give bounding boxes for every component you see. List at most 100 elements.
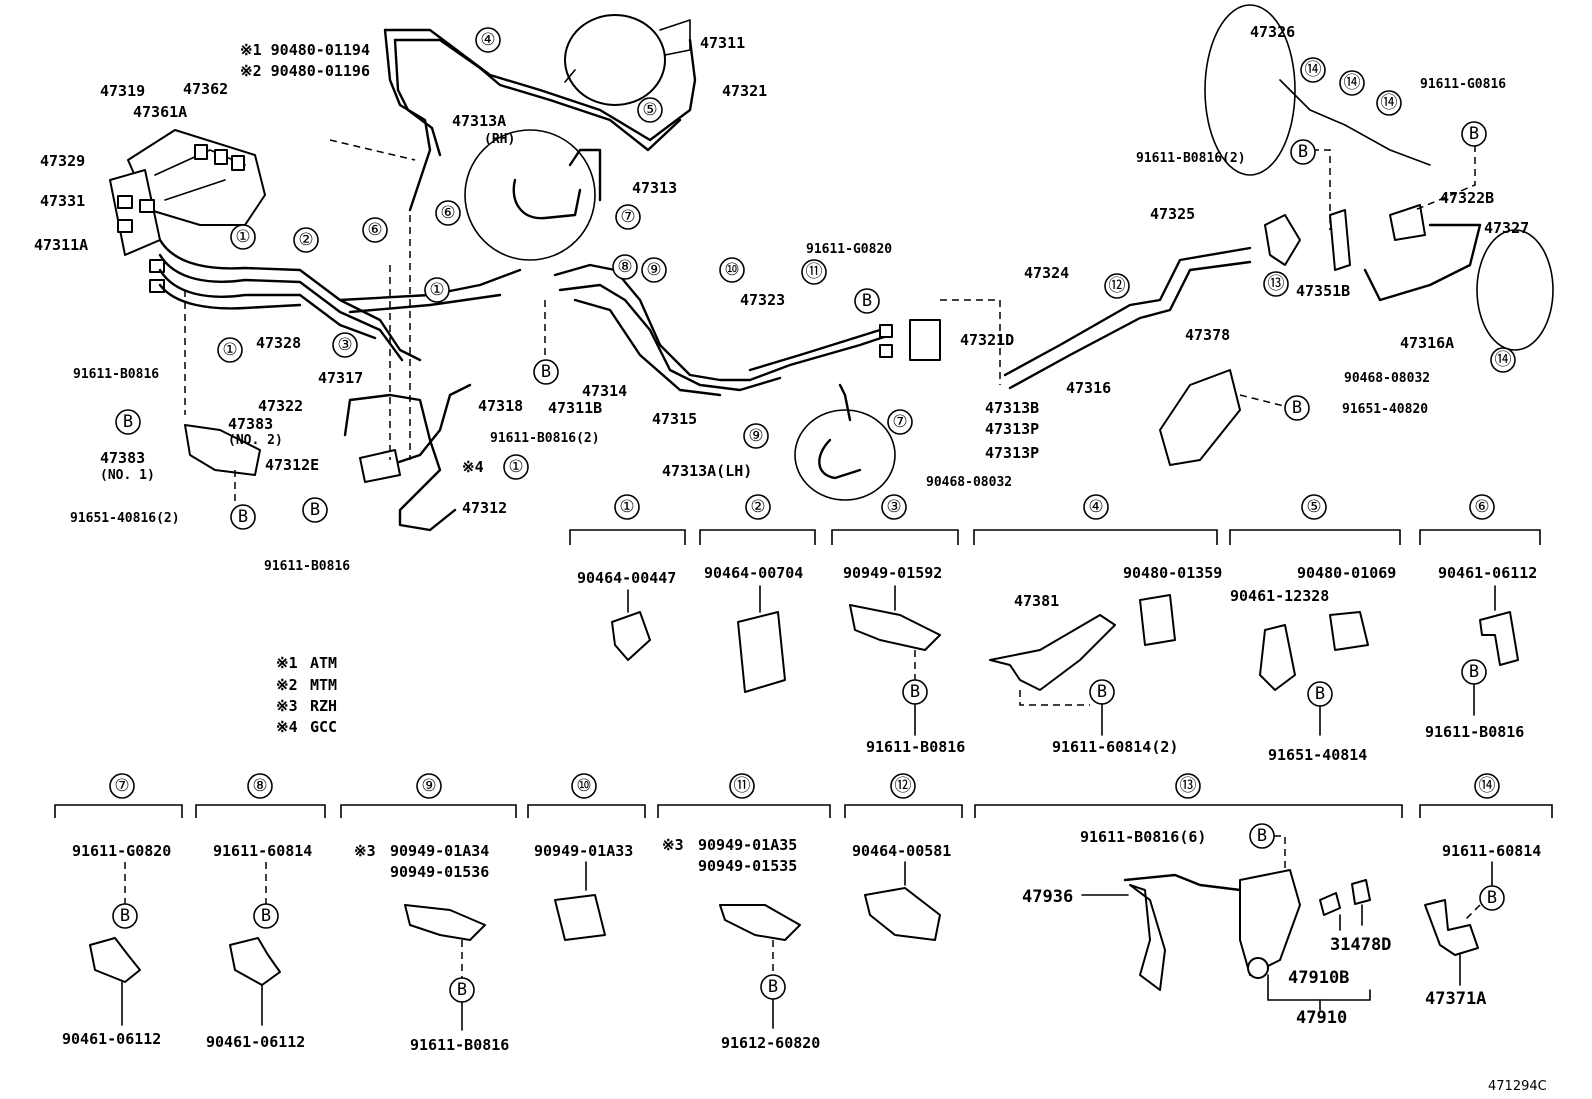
bolt-callouts: B B B B B B B B	[115, 121, 1487, 530]
group-9-part-2: 90949-01536	[390, 863, 489, 881]
label-47311B: 47311B	[548, 399, 602, 417]
label-47314: 47314	[582, 382, 627, 400]
label-47316: 47316	[1066, 379, 1111, 397]
callout-14c: ⑭	[1381, 93, 1398, 113]
group-11-part-1: 90949-01A35	[698, 836, 797, 854]
group-8-bolt: B	[261, 906, 271, 926]
group-3-bolt: B	[910, 682, 920, 702]
group-7-part-2: 90461-06112	[62, 1030, 161, 1048]
label-47313: 47313	[632, 179, 677, 197]
label-47323: 47323	[740, 291, 785, 309]
group-6-part-2: 91611-B0816	[1425, 723, 1524, 741]
label-47378: 47378	[1185, 326, 1230, 344]
group-13-number: ⑬	[1180, 776, 1197, 796]
group-13-bolt: B	[1257, 826, 1267, 846]
label-91651-40816-2: 91651-40816(2)	[70, 511, 180, 526]
label-47313P-2: 47313P	[985, 444, 1039, 462]
bolt-b-1: B	[862, 291, 872, 311]
legend-text-1: ATM	[310, 654, 337, 672]
label-47316A: 47316A	[1400, 334, 1454, 352]
group-6-part-1: 90461-06112	[1438, 564, 1537, 582]
callout-2: ②	[298, 230, 313, 250]
upper-brake-tube	[383, 28, 697, 212]
label-47312: 47312	[462, 499, 507, 517]
group-7: ⑦ 91611-G0820 B 90461-06112	[54, 773, 183, 1048]
group-8: ⑧ 91611-60814 B 90461-06112	[195, 773, 326, 1051]
label-47383-no1: 47383	[100, 449, 145, 467]
group-2-part-1: 90464-00704	[704, 564, 803, 582]
front-hose-rh	[464, 129, 602, 261]
label-91611-B0816-bottom: 91611-B0816	[264, 559, 350, 574]
callout-12: ⑫	[1109, 276, 1126, 296]
label-47313P-1: 47313P	[985, 420, 1039, 438]
group-13-part-4: 47910B	[1288, 968, 1349, 988]
bolt-b-7: B	[1469, 124, 1479, 144]
group-13: ⑬ 91611-B0816(6) B 47936 31478D 47910B 4…	[974, 773, 1403, 1028]
group-11: ⑪ ※3 90949-01A35 90949-01535 B 91612-608…	[657, 773, 831, 1052]
reference-code: 471294C	[1488, 1079, 1547, 1094]
label-47322: 47322	[258, 397, 303, 415]
callout-1d: ①	[508, 457, 523, 477]
group-14-number: ⑭	[1479, 776, 1496, 796]
label-no1: (NO. 1)	[100, 468, 155, 483]
label-47317: 47317	[318, 369, 363, 387]
group-9-mark: ※3	[354, 842, 376, 860]
label-91611-B0816-2-right: 91611-B0816(2)	[1136, 151, 1246, 166]
group-14-bolt: B	[1487, 888, 1497, 908]
group-11-part-3: 91612-60820	[721, 1034, 820, 1052]
label-90480-01194: ※1 90480-01194	[240, 41, 370, 59]
label-90480-01196: ※2 90480-01196	[240, 62, 370, 80]
group-13-part-3: 31478D	[1330, 935, 1391, 955]
group-4-part-1: 47381	[1014, 592, 1059, 610]
front-brake-tubes	[158, 238, 522, 362]
group-5-bolt: B	[1315, 684, 1325, 704]
group-5-part-2: 90461-12328	[1230, 587, 1329, 605]
brake-actuator-assembly	[109, 129, 266, 293]
group-3-part-2: 91611-B0816	[866, 738, 965, 756]
label-47331: 47331	[40, 192, 85, 210]
group-2: ② 90464-00704	[699, 494, 816, 693]
bolt-b-4: B	[238, 507, 248, 527]
callout-14a: ⑭	[1305, 60, 1322, 80]
rear-brake-tubes	[1003, 246, 1252, 390]
callout-4: ④	[480, 30, 495, 50]
callout-6b: ⑥	[440, 203, 455, 223]
label-91611-B0816-2-mid: 91611-B0816(2)	[490, 431, 600, 446]
front-hose-lh	[794, 383, 896, 501]
group-11-number: ⑪	[734, 776, 751, 796]
callout-10: ⑩	[724, 260, 739, 280]
group-12: ⑫ 90464-00581	[844, 773, 963, 941]
callout-14b: ⑭	[1344, 73, 1361, 93]
label-47383-no2: 47383	[228, 415, 273, 433]
group-10-number: ⑩	[576, 776, 591, 796]
group-3-number: ③	[886, 497, 901, 517]
label-no2: (NO. 2)	[228, 433, 283, 448]
group-10-part-1: 90949-01A33	[534, 842, 633, 860]
group-8-number: ⑧	[252, 776, 267, 796]
group-9-number: ⑨	[421, 776, 436, 796]
callout-1a: ①	[235, 227, 250, 247]
callout-8: ⑧	[617, 257, 632, 277]
group-12-number: ⑫	[895, 776, 912, 796]
legend-text-2: MTM	[310, 676, 337, 694]
group-12-part-1: 90464-00581	[852, 842, 951, 860]
legend-mark-2: ※2	[276, 676, 298, 694]
label-91611-G0816: 91611-G0816	[1420, 77, 1506, 92]
callout-9b: ⑨	[748, 426, 763, 446]
bolt-b-8: B	[1292, 398, 1302, 418]
label-47328: 47328	[256, 334, 301, 352]
group-3: ③ 90949-01592 B 91611-B0816	[831, 494, 965, 756]
label-91611-G0820-top: 91611-G0820	[806, 242, 892, 257]
label-47329: 47329	[40, 152, 85, 170]
legend: ※1 ATM ※2 MTM ※3 RZH ※4 GCC	[276, 654, 337, 736]
label-90468-08032-a: 90468-08032	[926, 475, 1012, 490]
label-90468-08032-b: 90468-08032	[1344, 371, 1430, 386]
group-7-bolt: B	[120, 906, 130, 926]
group-7-number: ⑦	[114, 776, 129, 796]
legend-text-3: RZH	[310, 697, 337, 715]
group-1-number: ①	[619, 497, 634, 517]
left-lower-tubes	[184, 290, 472, 532]
legend-mark-4: ※4	[276, 718, 298, 736]
group-8-part-1: 91611-60814	[213, 842, 312, 860]
group-4: ④ 47381 90480-01359 B 91611-60814(2)	[973, 494, 1222, 756]
